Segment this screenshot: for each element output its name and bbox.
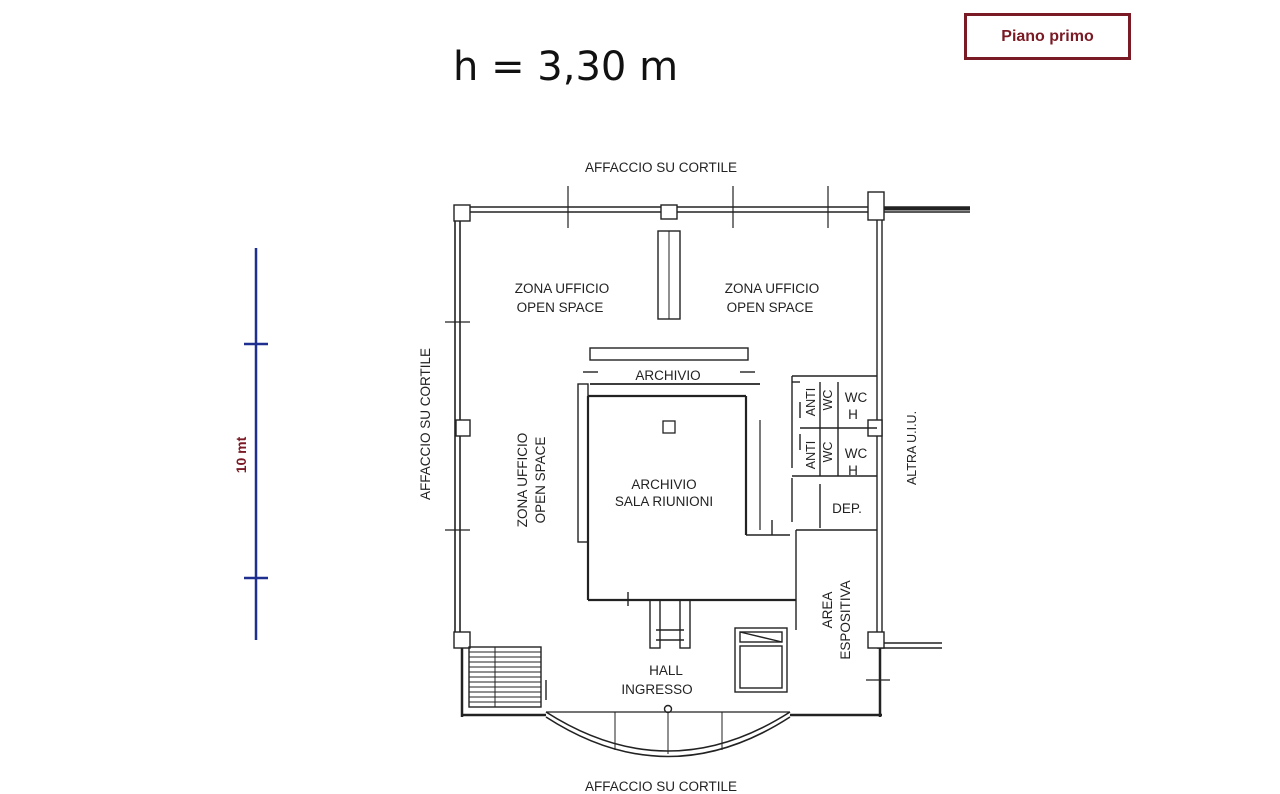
meeting-line2: SALA RIUNIONI [615,494,713,509]
ceiling-height-label: h = 3,30 m [453,44,679,90]
window-ticks [445,186,890,681]
meeting-room-walls [577,383,796,606]
wc-1-label: WC [821,390,835,411]
elevator [734,627,788,693]
anti-2-label: ANTI [804,441,818,469]
facing-top-label: AFFACCIO SU CORTILE [585,160,737,175]
office-ne-line1: ZONA UFFICIO [725,281,820,296]
wc-2-label: WC [821,442,835,463]
hall-line2: INGRESSO [621,682,692,697]
office-nw-line2: OPEN SPACE [517,300,604,315]
meeting-line1: ARCHIVIO [631,477,696,492]
scale-bar-label: 10 mt [233,436,249,473]
stairs [468,646,547,708]
facing-right-label: ALTRA U.I.U. [905,411,919,485]
archive-cabinet [583,347,760,385]
wc-h-2-sub: H [848,463,858,478]
office-w-line2: OPEN SPACE [533,437,548,524]
anti-1-label: ANTI [804,388,818,416]
facing-bottom-label: AFFACCIO SU CORTILE [585,779,737,794]
display-line1: AREA [820,592,835,629]
wc-h-1-sub: H [848,407,858,422]
entrance-frame [649,599,691,714]
deposit-label: DEP. [832,501,862,516]
office-nw-line1: ZONA UFFICIO [515,281,610,296]
hall-line1: HALL [649,663,683,678]
wc-h-2-label: WC [845,446,868,461]
display-line2: ESPOSITIVA [838,580,853,659]
wc-h-1-label: WC [845,390,868,405]
floor-badge-label: Piano primo [1001,27,1094,45]
scale-bar [244,248,268,640]
office-ne-line2: OPEN SPACE [727,300,814,315]
archive-label: ARCHIVIO [635,368,700,383]
wc-block [791,375,877,630]
facing-left-label: AFFACCIO SU CORTILE [418,348,433,500]
floor-badge: Piano primo [964,13,1131,60]
office-w-line1: ZONA UFFICIO [515,433,530,528]
